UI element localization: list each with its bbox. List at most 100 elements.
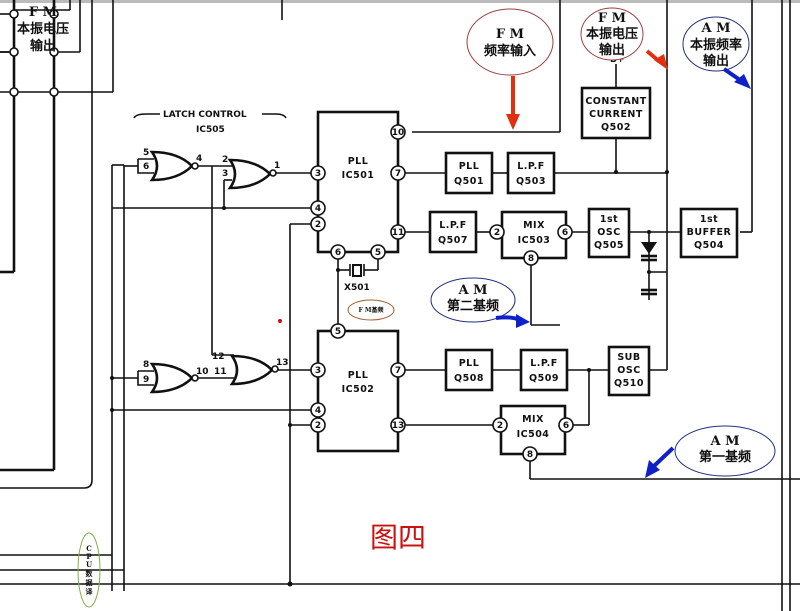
top-wires xyxy=(281,0,791,611)
gate1-pin-b: 6 xyxy=(143,162,149,172)
q508-label-2: Q508 xyxy=(454,373,484,384)
svg-text:输出: 输出 xyxy=(599,42,625,58)
svg-text:F M: F M xyxy=(496,27,524,42)
figure-title: 图四 xyxy=(370,521,426,554)
gate4-pin-b: 11 xyxy=(214,367,227,377)
block-q501: PLL Q501 xyxy=(444,151,494,195)
nor-gate-4: 12 11 13 xyxy=(212,352,289,386)
annotation-fm-lo-voltage-left: F M 本振电压 输出 xyxy=(17,5,69,54)
q509-label-2: Q509 xyxy=(529,373,559,384)
ic502-pin-13: 13 xyxy=(392,421,405,431)
gate3-pin-a: 8 xyxy=(143,360,149,370)
pll-ic502: PLL IC502 xyxy=(316,329,400,453)
window-top-border xyxy=(0,0,800,3)
mix-ic504: MIX IC504 2 6 8 xyxy=(492,404,574,462)
ic501-label-line2: IC501 xyxy=(342,170,375,181)
ic504-pin-8: 8 xyxy=(527,450,533,460)
svg-text:F M: F M xyxy=(29,5,57,20)
annotation-am-second-base: A M 第二基频 xyxy=(430,277,530,328)
q503-label-2: Q503 xyxy=(516,176,546,187)
q501-label-1: PLL xyxy=(459,161,480,172)
q508-label-1: PLL xyxy=(459,358,480,369)
latch-control-label: LATCH CONTROL xyxy=(163,110,247,120)
q510-label-2: OSC xyxy=(617,365,640,376)
block-q507: L.P.F Q507 xyxy=(428,210,478,254)
lower-right-wiring xyxy=(405,272,800,480)
svg-text:频率输入: 频率输入 xyxy=(484,43,536,59)
svg-text:译: 译 xyxy=(86,587,94,596)
q505-label-1: 1st xyxy=(600,214,618,225)
gate2-pin-out: 1 xyxy=(274,161,280,171)
nor-gate-1: 5 6 4 xyxy=(137,148,202,182)
q507-label-1: L.P.F xyxy=(439,220,466,231)
gate1-pin-out: 4 xyxy=(196,154,202,164)
block-q503: L.P.F Q503 xyxy=(506,151,556,195)
ic504-label-1: MIX xyxy=(522,414,544,425)
block-q510: SUB OSC Q510 xyxy=(607,345,651,397)
svg-text:输出: 输出 xyxy=(30,38,56,54)
annotation-fm-base: F M基频 xyxy=(347,299,395,321)
ic502-pin-3: 3 xyxy=(315,366,321,376)
ic503-pin-2: 2 xyxy=(494,228,500,238)
gate4-pin-a: 12 xyxy=(212,352,225,362)
svg-text:A M: A M xyxy=(700,21,730,36)
ic502-pin-4: 4 xyxy=(315,406,321,416)
latch-ic-label: IC505 xyxy=(196,125,225,135)
ic502-pin-5: 5 xyxy=(335,327,341,337)
svg-text:本振频率: 本振频率 xyxy=(690,37,742,53)
ic503-label-1: MIX xyxy=(523,220,545,231)
nor-gate-2: 2 3 1 xyxy=(222,155,280,190)
annotation-fm-freq-input: F M 频率输入 xyxy=(466,8,554,130)
gate2-pin-b: 3 xyxy=(222,169,228,179)
svg-text:输出: 输出 xyxy=(703,53,729,69)
q502-label-2: CURRENT xyxy=(589,109,643,120)
gate-wiring xyxy=(110,165,311,587)
ic502-pin-7: 7 xyxy=(395,366,401,376)
gate1-pin-a: 5 xyxy=(143,148,149,158)
ic502-pin-2: 2 xyxy=(315,421,321,431)
block-q508: PLL Q508 xyxy=(444,348,494,392)
latch-control-header: LATCH CONTROL IC505 xyxy=(133,110,287,135)
ic504-label-2: IC504 xyxy=(517,429,550,440)
mix-ic503: MIX IC503 2 6 8 xyxy=(489,210,573,266)
svg-text:数: 数 xyxy=(86,569,94,578)
crystal-label: X501 xyxy=(344,283,370,293)
ic501-pin-3: 3 xyxy=(315,169,321,179)
annotation-am-first-base: A M 第一基频 xyxy=(645,425,776,478)
svg-text:第二基频: 第二基频 xyxy=(447,298,499,314)
ic504-pin-2: 2 xyxy=(497,421,503,431)
gate4-pin-out: 13 xyxy=(276,358,289,368)
ic502-pins: 5 3 4 2 7 13 xyxy=(310,323,406,433)
svg-text:A M: A M xyxy=(709,434,739,449)
block-q509: L.P.F Q509 xyxy=(519,348,569,392)
stray-red-dot xyxy=(278,319,282,323)
ic501-pin-7: 7 xyxy=(395,169,401,179)
svg-text:本振电压: 本振电压 xyxy=(17,21,69,37)
annotation-fm-lo-voltage: F M 本振电压 输出 xyxy=(580,7,668,70)
ic501-pin-4: 4 xyxy=(315,204,321,214)
ic503-pin-6: 6 xyxy=(562,228,568,238)
svg-text:据: 据 xyxy=(86,578,93,587)
q504-label-1: 1st xyxy=(700,214,718,225)
svg-text:A M: A M xyxy=(457,283,487,298)
ic501-pin-11: 11 xyxy=(392,228,405,238)
q504-label-3: Q504 xyxy=(694,240,724,251)
ic502-label-line2: IC502 xyxy=(342,384,375,395)
q510-label-3: Q510 xyxy=(614,378,644,389)
nor-gate-3: 8 9 10 xyxy=(137,360,209,394)
q503-label-1: L.P.F xyxy=(517,161,544,172)
upper-right-wiring xyxy=(405,64,681,326)
svg-text:P: P xyxy=(86,552,92,561)
left-bus-wires xyxy=(0,0,800,591)
q502-label-3: Q502 xyxy=(601,122,631,133)
ic501-pin-5: 5 xyxy=(375,248,381,258)
q510-label-1: SUB xyxy=(617,352,640,363)
annotation-am-lo-freq: A M 本振频率 输出 xyxy=(682,16,751,89)
q509-label-1: L.P.F xyxy=(530,358,557,369)
gate2-pin-a: 2 xyxy=(222,155,228,165)
svg-text:U: U xyxy=(86,560,92,569)
gate3-pin-out: 10 xyxy=(196,367,209,377)
crystal-x501: X501 xyxy=(336,259,379,325)
ic501-pin-6: 6 xyxy=(335,248,341,258)
